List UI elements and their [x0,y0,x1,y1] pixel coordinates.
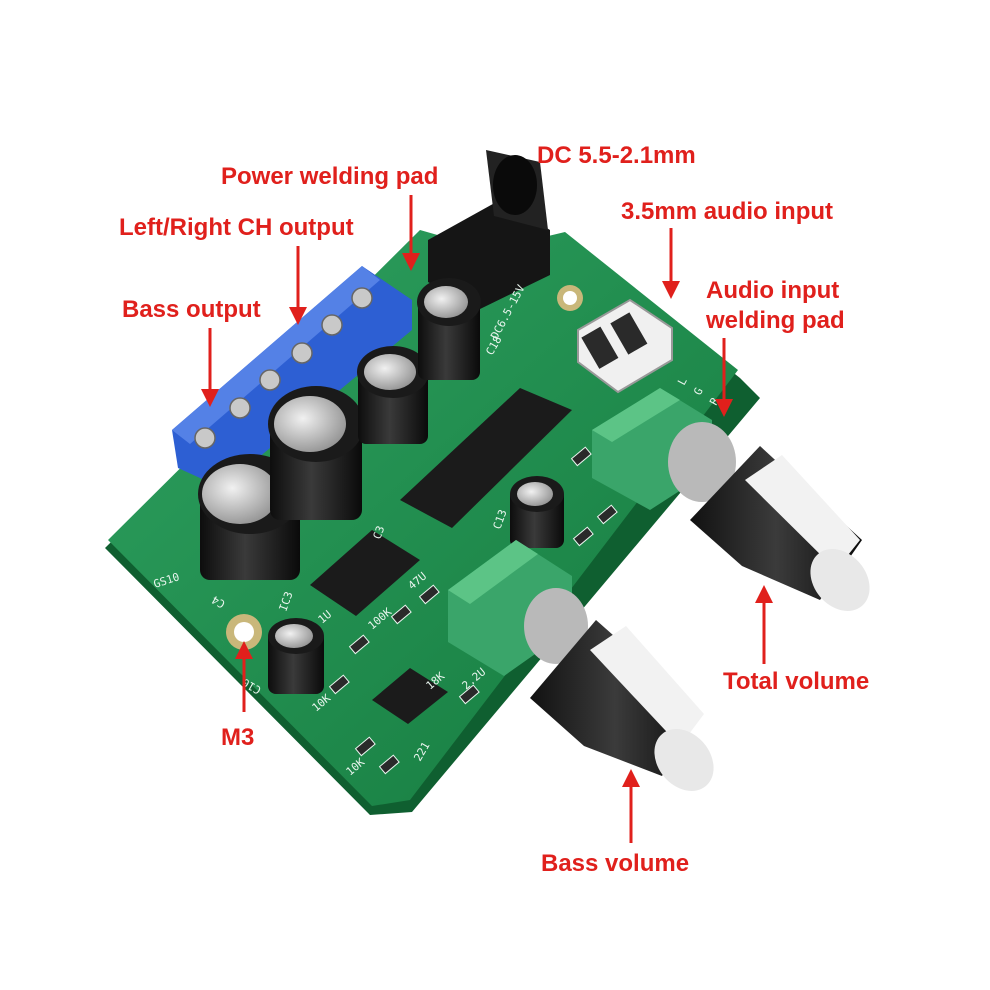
silk-c3: C3 [371,524,388,541]
blue-terminal-block [172,266,412,488]
bass-volume-pot [448,540,714,791]
label-bass-volume: Bass volume [541,850,690,877]
label-audio-pad-line1: Audio input [706,277,840,304]
label-total-volume: Total volume [723,668,870,695]
integrated-circuits [310,388,572,724]
label-m3: M3 [221,724,255,751]
capacitors [198,278,564,694]
total-volume-pot [592,388,870,611]
label-bass-output: Bass output [122,296,261,323]
label-audio-pad-line2: welding pad [706,307,845,334]
smd-components [328,446,618,775]
audio-jack-3-5mm [577,298,673,394]
label-lr-output: Left/Right CH output [119,214,354,241]
silk-in-g: G [691,385,706,397]
label-audio-input: 3.5mm audio input [621,198,834,225]
silk-c13: C13 [491,508,510,531]
callout-arrows [201,195,773,843]
label-power-pad: Power welding pad [221,163,439,190]
label-dc-jack: DC 5.5-2.1mm [537,142,696,169]
silk-ic3: IC3 [277,590,296,613]
m3-mounting-hole [226,614,262,650]
silk-c4: C4 [209,593,227,611]
